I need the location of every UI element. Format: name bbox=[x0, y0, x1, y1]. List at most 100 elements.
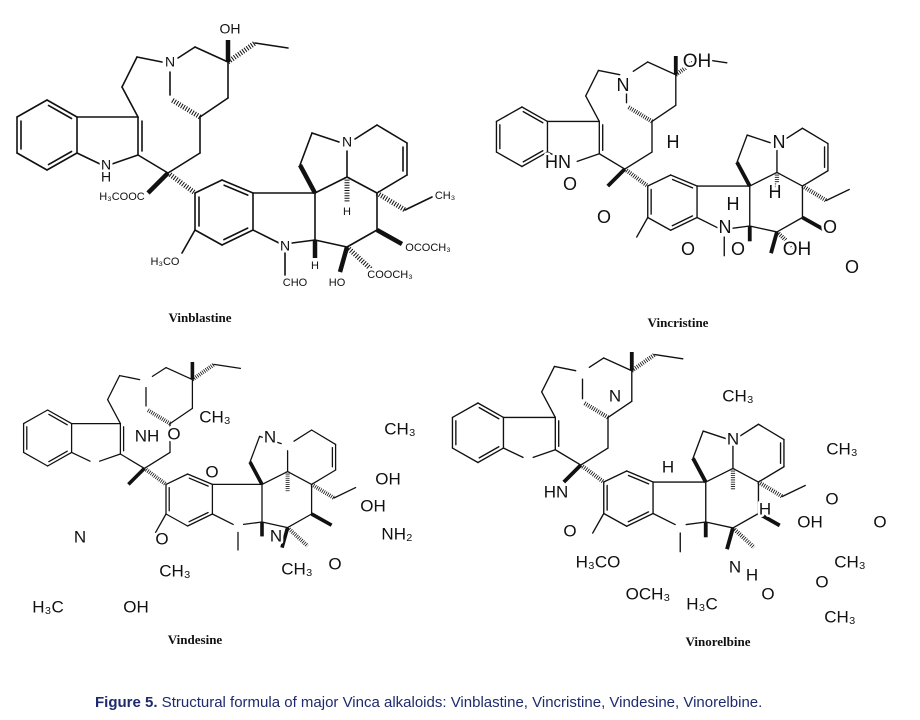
single-bond bbox=[194, 46, 229, 63]
single-bond bbox=[346, 229, 378, 248]
atom-label: HO bbox=[329, 277, 346, 289]
single-bond bbox=[143, 451, 171, 470]
vindesine-structure: NH O CH₃ O N H₃C OH O CH₃ N CH₃ OH OH NH… bbox=[30, 405, 418, 647]
double-bond bbox=[478, 406, 500, 420]
single-bond bbox=[333, 486, 357, 499]
single-bond bbox=[213, 363, 242, 370]
molecule-name: Vinblastine bbox=[168, 310, 231, 325]
double-bond bbox=[522, 150, 544, 163]
double-bond bbox=[223, 227, 249, 241]
single-bond bbox=[801, 127, 829, 145]
atom-label: O bbox=[597, 207, 611, 227]
double-bond bbox=[627, 474, 650, 485]
single-bond bbox=[121, 86, 139, 118]
single-bond bbox=[825, 188, 850, 202]
hashed-bond bbox=[731, 526, 756, 550]
single-bond bbox=[167, 152, 201, 174]
single-bond bbox=[310, 469, 337, 486]
single-bond bbox=[654, 353, 684, 360]
single-bond bbox=[592, 512, 605, 534]
single-bond bbox=[299, 132, 313, 166]
caption-text: Structural formula of major Vinca alkalo… bbox=[157, 694, 763, 711]
single-bond bbox=[732, 512, 760, 529]
hashed-bond bbox=[579, 463, 606, 484]
single-bond bbox=[261, 521, 289, 529]
hashed-bond bbox=[757, 480, 784, 499]
atom-label: O bbox=[205, 462, 218, 481]
single-bond bbox=[286, 470, 313, 486]
single-bond bbox=[598, 153, 626, 170]
single-bond bbox=[376, 174, 408, 194]
atom-label: H₃C bbox=[686, 594, 717, 613]
double-bond bbox=[188, 477, 209, 487]
double-bond bbox=[47, 150, 73, 166]
double-bond bbox=[186, 473, 214, 486]
double-bond bbox=[46, 409, 73, 425]
double-bond bbox=[46, 451, 73, 467]
double-bond bbox=[670, 216, 698, 231]
single-bond bbox=[532, 449, 556, 459]
single-bond bbox=[181, 229, 196, 254]
atom-label: N bbox=[617, 75, 630, 95]
single-bond bbox=[169, 407, 194, 425]
molecule-name: Vinorelbine bbox=[685, 634, 750, 649]
atom-label: N bbox=[609, 386, 621, 405]
double-bond bbox=[47, 104, 73, 120]
single-bond bbox=[70, 451, 91, 462]
single-bond bbox=[98, 453, 122, 462]
single-bond bbox=[194, 179, 223, 194]
wedge-bond bbox=[769, 231, 779, 254]
single-bond bbox=[603, 512, 628, 527]
double-bond bbox=[670, 174, 698, 187]
double-bond bbox=[221, 229, 254, 246]
single-bond bbox=[636, 216, 649, 238]
atom-label: H bbox=[769, 182, 782, 202]
hashed-bond bbox=[191, 362, 216, 382]
hashed-bond bbox=[226, 40, 257, 65]
atom-label: CH₃ bbox=[281, 559, 312, 578]
hashed-bond bbox=[674, 56, 700, 77]
hashed-bond bbox=[286, 526, 309, 548]
hashed-bond bbox=[310, 482, 336, 500]
atom-label: COOCH₃ bbox=[367, 269, 412, 281]
hashed-bond bbox=[166, 170, 197, 196]
atom-label: N bbox=[773, 132, 786, 152]
single-bond bbox=[698, 57, 728, 64]
atom-label: OH bbox=[783, 239, 812, 260]
single-bond bbox=[252, 229, 280, 244]
wedge-bond bbox=[725, 527, 735, 550]
single-bond bbox=[22, 409, 49, 425]
wedge-bond bbox=[280, 527, 290, 549]
vincristine-skeleton bbox=[495, 56, 850, 257]
single-bond bbox=[194, 229, 223, 246]
hashed-bond bbox=[143, 466, 168, 487]
single-bond bbox=[346, 176, 378, 194]
atom-label: OH bbox=[360, 496, 386, 515]
single-bond bbox=[624, 151, 653, 170]
single-bond bbox=[106, 398, 122, 425]
single-bond bbox=[647, 216, 672, 231]
single-bond bbox=[776, 171, 804, 187]
atom-label: H bbox=[101, 169, 111, 185]
wedge-bond bbox=[606, 167, 627, 188]
single-bond bbox=[732, 467, 760, 483]
single-bond bbox=[597, 69, 621, 76]
wedge-bond bbox=[801, 215, 825, 232]
atom-label: CH₃ bbox=[159, 561, 190, 580]
single-bond bbox=[118, 374, 141, 381]
atom-label: O bbox=[328, 554, 341, 573]
single-bond bbox=[749, 171, 778, 187]
single-bond bbox=[541, 391, 556, 419]
wedge-bond bbox=[735, 161, 752, 187]
single-bond bbox=[705, 521, 734, 529]
atom-label: H bbox=[746, 565, 758, 584]
wedge-bond bbox=[298, 163, 317, 195]
wedge-bond bbox=[337, 246, 350, 273]
atom-label: O bbox=[167, 424, 180, 443]
hashed-bond bbox=[801, 184, 828, 203]
single-bond bbox=[22, 451, 49, 467]
double-bond bbox=[46, 152, 78, 171]
atom-label: CH₃ bbox=[199, 407, 230, 426]
single-bond bbox=[314, 176, 348, 194]
